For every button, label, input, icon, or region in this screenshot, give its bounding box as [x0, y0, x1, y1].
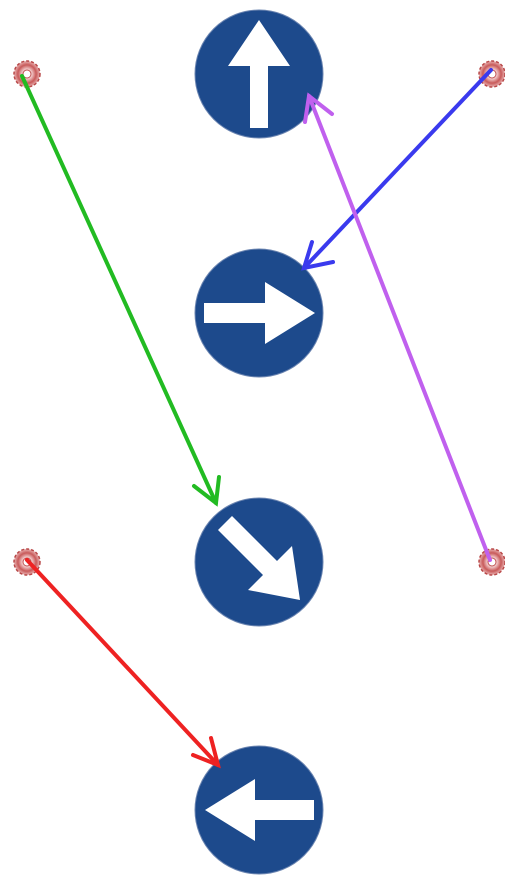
connection-blue	[301, 68, 493, 271]
arrow-up-icon	[228, 20, 290, 128]
sign-up[interactable]	[194, 9, 324, 139]
arrow-right-icon	[204, 282, 315, 344]
marker-bottom-right[interactable]	[478, 548, 505, 576]
arrow-down-right-icon	[218, 516, 300, 600]
marker-top-right[interactable]	[478, 60, 505, 88]
sign-left[interactable]	[194, 745, 324, 875]
arrow-left-icon	[205, 779, 314, 841]
sign-right[interactable]	[194, 248, 324, 378]
connection-purple	[303, 92, 492, 562]
connection-green	[20, 74, 221, 507]
connection-red	[25, 558, 221, 769]
sign-down-right[interactable]	[194, 497, 324, 627]
